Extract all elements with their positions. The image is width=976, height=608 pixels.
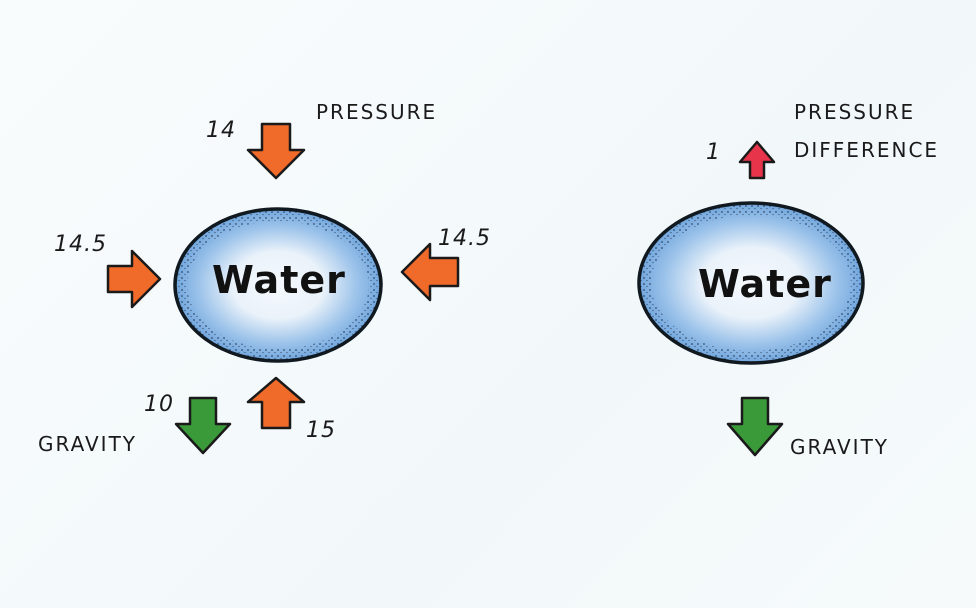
top-pressure-arrow (246, 122, 306, 180)
bottom-pressure-arrow (246, 376, 306, 430)
pressure-difference-arrow (738, 140, 776, 180)
left-pressure-arrow (106, 249, 162, 309)
right-pressure-arrow (400, 242, 460, 302)
top-pressure-value: 14 (206, 118, 236, 143)
bottom-pressure-value: 15 (306, 418, 336, 443)
pressure-label: PRESSURE (316, 100, 438, 124)
pressure-difference-label-line1: PRESSURE (794, 100, 916, 124)
right-gravity-arrow (726, 396, 784, 457)
pressure-difference-label-line2: DIFFERENCE (794, 138, 940, 162)
right-water-blob (637, 201, 865, 365)
left-pressure-value: 14.5 (54, 232, 107, 257)
right-pressure-value: 14.5 (438, 226, 491, 251)
left-gravity-label: GRAVITY (38, 432, 137, 456)
right-water-label: Water (698, 262, 832, 306)
gravity-value: 10 (144, 392, 174, 417)
pressure-difference-value: 1 (706, 140, 721, 165)
left-gravity-arrow (174, 396, 232, 455)
left-water-blob (173, 207, 383, 363)
right-gravity-label: GRAVITY (790, 435, 889, 459)
left-water-label: Water (212, 258, 346, 302)
